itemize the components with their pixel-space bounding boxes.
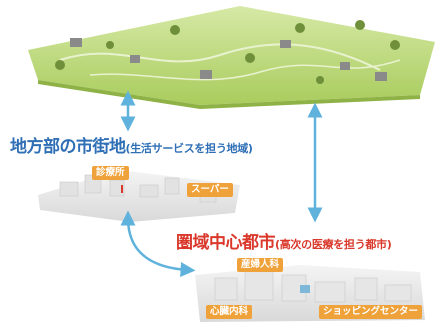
hub-city-heading: 圏域中心都市(高次の医療を担う都市)	[176, 228, 392, 253]
regional-town-heading: 地方部の市街地(生活サービスを担う地域)	[10, 132, 253, 157]
clinic-label: 診療所	[92, 166, 129, 180]
internal-medicine-label: 心臓内科	[206, 305, 253, 319]
regional-town-subtitle: (生活サービスを担う地域)	[125, 142, 253, 155]
hub-city-title: 圏域中心都市	[176, 233, 276, 253]
rural-area-illustration	[28, 6, 435, 109]
regional-town-illustration	[38, 170, 240, 222]
arrow-regional-hub	[120, 210, 196, 278]
shopping-center-label: ショッピングセンター	[319, 305, 423, 319]
supermarket-label: スーパー	[187, 183, 233, 197]
maternity-label: 産婦人科	[237, 258, 284, 272]
regional-town-title: 地方部の市街地	[10, 137, 126, 157]
hub-city-subtitle: (高次の医療を担う都市)	[275, 238, 392, 251]
